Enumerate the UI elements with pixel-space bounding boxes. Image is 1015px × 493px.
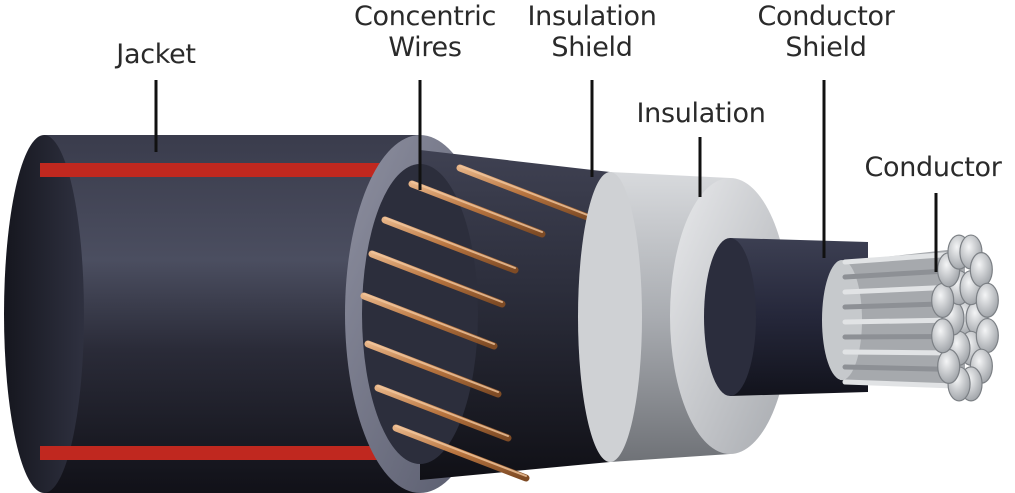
jacket-stripe-bottom — [40, 446, 420, 460]
label-conductor: Conductor — [864, 152, 1002, 183]
concentric-wires — [360, 164, 594, 482]
conductor-strand — [842, 379, 958, 389]
concentric-wire-highlight — [367, 341, 499, 393]
label-conductor-shield: Conductor Shield — [757, 1, 895, 63]
concentric-wire — [392, 424, 530, 482]
jacket-stripe-top — [40, 163, 420, 177]
label-insulation-shield: Insulation Shield — [527, 1, 657, 63]
conductor-strand-end — [975, 282, 999, 318]
concentric-wire — [381, 216, 519, 274]
label-jacket: Jacket — [116, 39, 196, 70]
conductor-strand — [842, 349, 958, 356]
concentric-wire — [374, 384, 512, 442]
conductor-strand — [842, 317, 958, 325]
concentric-wire — [456, 164, 594, 222]
leader-lines — [154, 80, 938, 272]
concentric-wire-highlight — [363, 293, 495, 345]
conductor-strand — [842, 364, 958, 372]
concentric-wire-highlight — [377, 385, 509, 437]
conductor-strand-end — [931, 282, 955, 319]
conductor-strand-end — [937, 348, 961, 384]
concentric-wire-highlight — [411, 181, 543, 233]
conductor-strand-end — [969, 252, 993, 288]
concentric-wire — [360, 292, 498, 350]
conductor — [822, 234, 999, 402]
concentric-wire — [408, 180, 546, 238]
concentric-wire-highlight — [371, 251, 503, 303]
concentric-wire-highlight — [459, 165, 591, 217]
concentric-wire-highlight — [384, 217, 516, 269]
concentric-wire-highlight — [395, 425, 527, 477]
concentric-wire — [368, 250, 506, 308]
label-insulation: Insulation — [636, 98, 766, 129]
conductor-strand-end — [931, 318, 955, 354]
concentric-wire — [364, 340, 502, 398]
label-concentric-wires: Concentric Wires — [353, 1, 497, 63]
conductor-strand-end — [975, 317, 999, 354]
